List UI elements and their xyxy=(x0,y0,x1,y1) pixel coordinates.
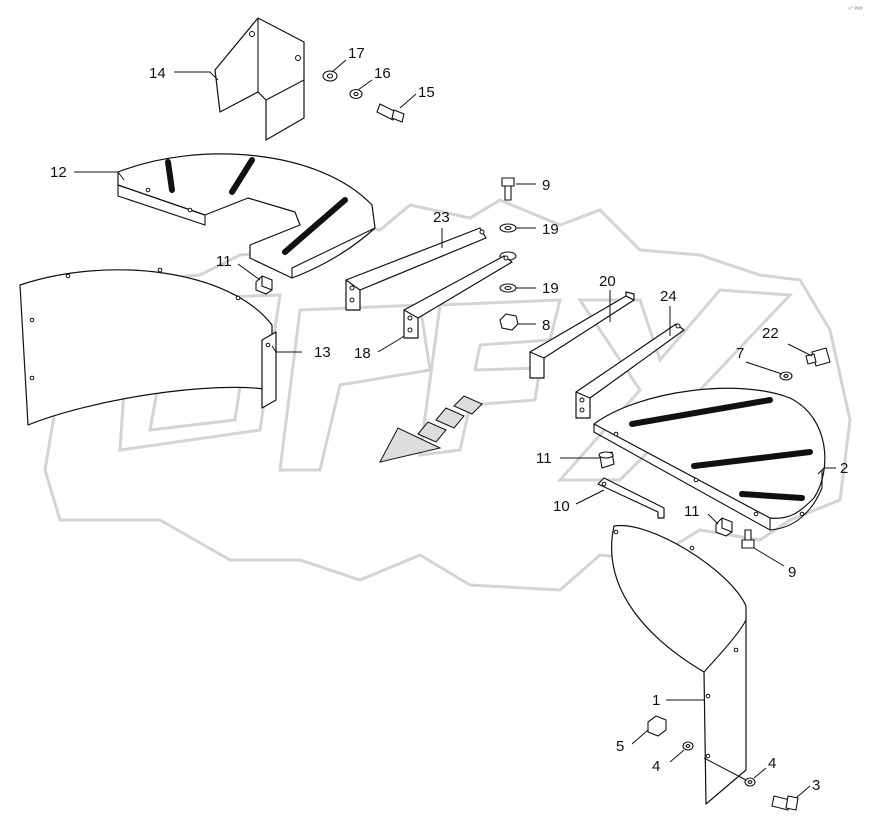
callout-24: 24 xyxy=(660,288,677,305)
part-1-curved-shield xyxy=(611,524,747,805)
nut-11-right xyxy=(715,517,733,537)
part-2-deflector xyxy=(593,387,826,531)
callout-3: 3 xyxy=(812,777,820,794)
callout-9-top: 9 xyxy=(542,177,550,194)
part-24-strap xyxy=(575,323,685,419)
leader-lines xyxy=(74,59,836,799)
callout-19-bottom: 19 xyxy=(542,280,559,297)
corner-mark: »° ### xyxy=(848,6,863,12)
callout-20: 20 xyxy=(599,273,616,290)
callout-14: 14 xyxy=(149,65,166,82)
hardware-17-16-15 xyxy=(322,70,405,123)
part-13-curved-shield xyxy=(19,267,277,426)
part-12-deflector xyxy=(117,153,376,279)
callout-11-center: 11 xyxy=(536,450,552,467)
callout-4-right: 4 xyxy=(768,755,776,772)
bolt-9-stack xyxy=(499,177,519,331)
callout-16: 16 xyxy=(374,65,391,82)
callout-23: 23 xyxy=(433,209,450,226)
bolt-9-right xyxy=(741,529,755,549)
callout-17: 17 xyxy=(348,45,365,62)
callout-15: 15 xyxy=(418,84,435,101)
part-18-strap xyxy=(403,255,513,339)
callout-18: 18 xyxy=(354,345,371,362)
callout-10: 10 xyxy=(553,498,570,515)
callout-labels: 14 17 16 15 12 11 13 9 19 19 8 23 18 20 … xyxy=(50,45,848,794)
part-10-bracket xyxy=(597,477,665,519)
callout-13: 13 xyxy=(314,344,331,361)
hardware-7-22 xyxy=(779,347,831,381)
callout-11-right: 11 xyxy=(684,503,700,520)
part-20-strap xyxy=(529,291,635,379)
callout-19-top: 19 xyxy=(542,221,559,238)
callout-11-left: 11 xyxy=(216,253,232,270)
hardware-5-4-3 xyxy=(647,715,799,811)
part-14-bracket xyxy=(214,17,305,141)
callout-9-bottom: 9 xyxy=(788,564,796,581)
callout-5: 5 xyxy=(616,738,624,755)
part-23-strap xyxy=(345,227,487,311)
clip-11-center xyxy=(598,451,615,469)
callout-1: 1 xyxy=(652,692,660,709)
direction-arrow xyxy=(379,395,483,463)
callout-8: 8 xyxy=(542,317,550,334)
callout-7: 7 xyxy=(736,345,744,362)
callout-2: 2 xyxy=(840,460,848,477)
callout-12: 12 xyxy=(50,164,67,181)
callout-22: 22 xyxy=(762,325,779,342)
callout-4-left: 4 xyxy=(652,758,660,775)
nut-11-left xyxy=(255,275,273,295)
